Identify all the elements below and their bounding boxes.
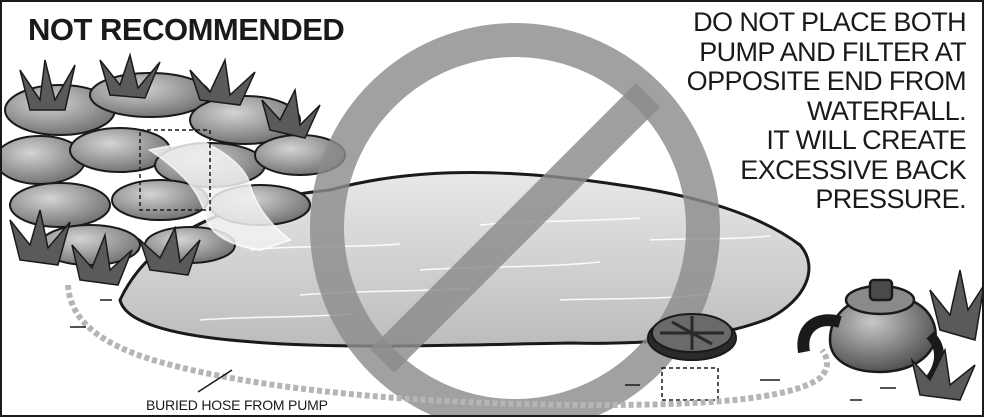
- diagram-border: [0, 0, 984, 417]
- pond-diagram: NOT RECOMMENDED DO NOT PLACE BOTH PUMP A…: [0, 0, 984, 417]
